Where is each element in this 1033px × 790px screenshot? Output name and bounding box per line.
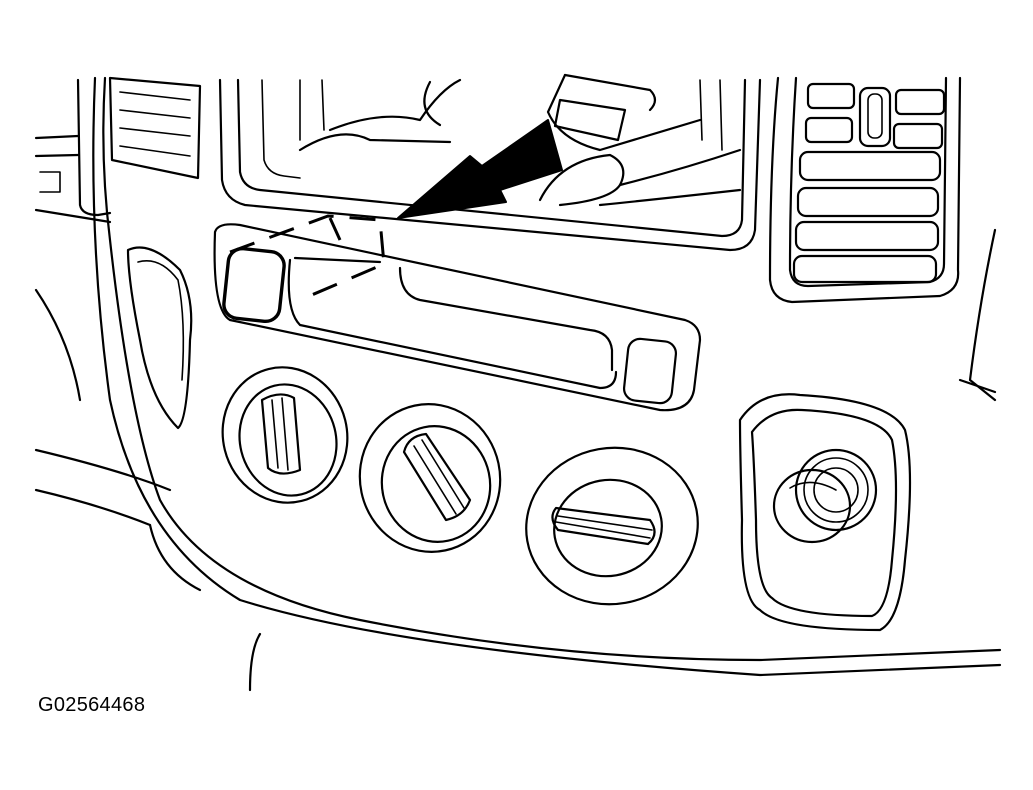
hand-illustration [298,73,742,207]
control-knob-2 [358,403,502,553]
dashed-strip-outline [229,214,386,302]
control-knob-3 [525,446,699,606]
right-air-vent [768,76,962,304]
right-panel-edge [958,228,997,402]
lower-dash-edge [148,523,262,692]
left-air-vent [108,76,202,180]
left-pillar [34,78,172,527]
center-bezel [92,76,1002,677]
figure-caption: G02564468 [38,694,146,716]
control-knob-1 [221,366,349,504]
switch-panel [213,223,702,412]
left-cutout [126,246,193,430]
pointer-arrow [397,119,563,219]
power-outlet [738,393,912,632]
